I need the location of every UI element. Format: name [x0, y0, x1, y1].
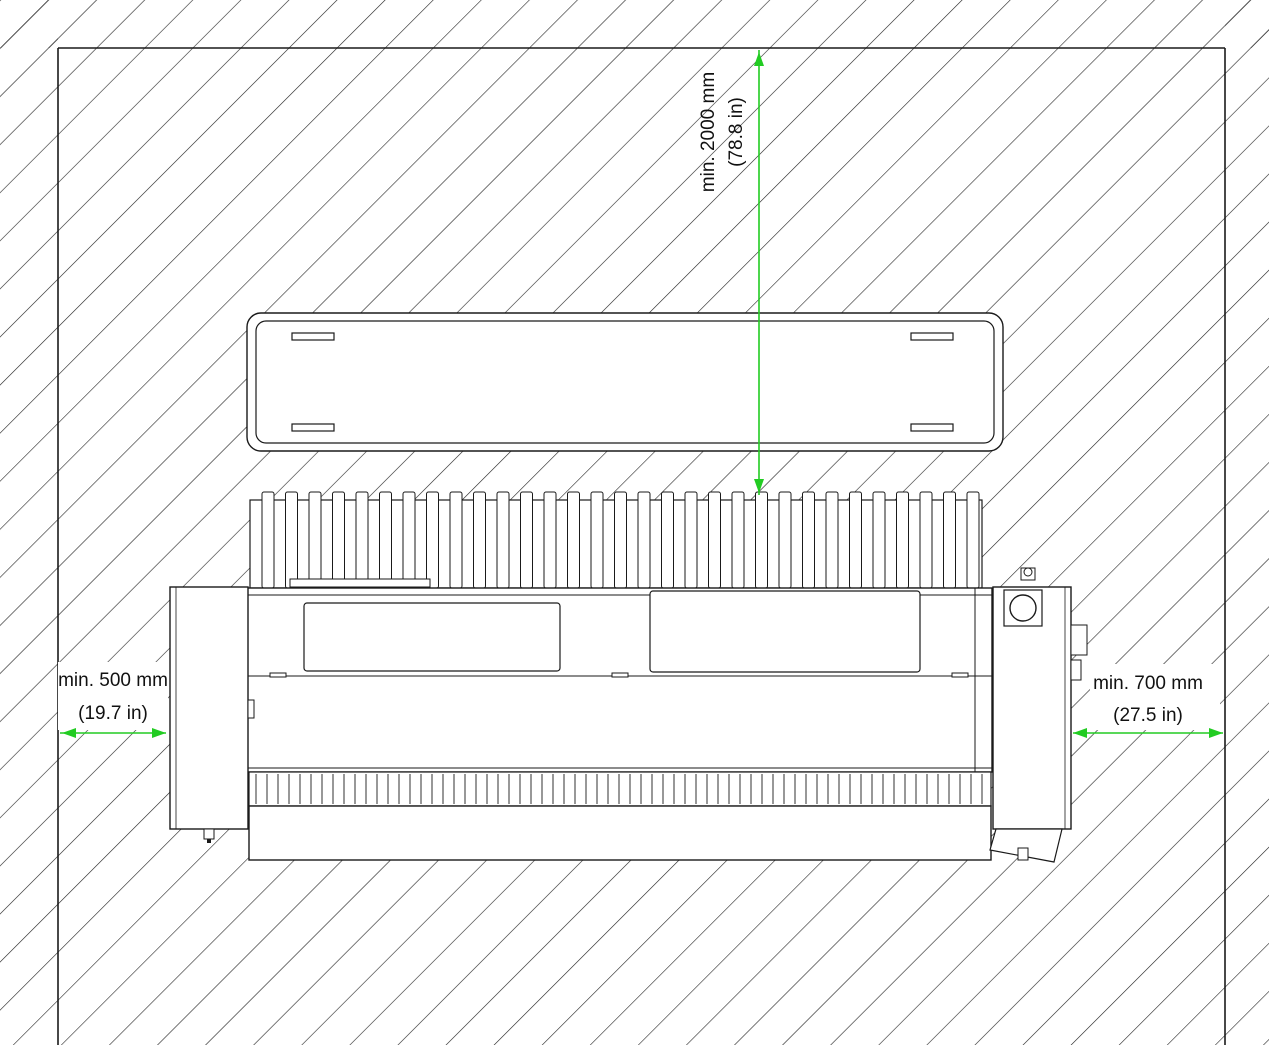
feed-slat: [778, 491, 792, 589]
feed-slat: [731, 491, 745, 589]
feed-slat: [755, 491, 768, 589]
feed-slat: [567, 491, 580, 589]
feed-slat: [614, 491, 627, 589]
feed-slat: [684, 491, 698, 589]
dimension-right-imperial: (27.5 in): [1113, 705, 1183, 726]
feed-slat: [496, 491, 510, 589]
feed-slat: [943, 491, 956, 589]
table-slot: [291, 423, 335, 432]
feed-slat: [637, 491, 651, 589]
table-slot: [291, 332, 335, 341]
feed-slats: [261, 491, 980, 589]
feed-slat: [919, 491, 933, 589]
lower-roller-slats: [255, 774, 983, 804]
feed-slat: [896, 491, 909, 589]
feed-slat: [590, 491, 604, 589]
feed-slat: [379, 491, 392, 589]
dimension-right: min. 700 mm (27.5 in): [1073, 664, 1223, 738]
dimension-top-metric: min. 2000 mm: [698, 72, 719, 192]
dimension-right-metric: min. 700 mm: [1093, 673, 1203, 694]
feed-slat: [661, 491, 674, 589]
feed-slat: [708, 491, 721, 589]
feed-slat: [355, 491, 369, 589]
access-panel: [303, 602, 561, 672]
feed-slat: [872, 491, 886, 589]
feed-slat: [802, 491, 815, 589]
feed-slat: [402, 491, 416, 589]
feed-slat: [825, 491, 839, 589]
machine: [169, 491, 1088, 863]
dimension-top: min. 2000 mm (78.8 in): [698, 50, 764, 495]
dimension-top-imperial: (78.8 in): [726, 97, 747, 167]
feed-slat: [473, 491, 486, 589]
access-panel: [649, 590, 921, 673]
motor-icon: [1009, 594, 1037, 622]
feed-slat: [285, 491, 298, 589]
feed-slat: [261, 491, 275, 589]
feed-slat: [543, 491, 557, 589]
feed-slat: [426, 491, 439, 589]
worktable: [246, 312, 1004, 452]
feed-slat: [849, 491, 862, 589]
feed-slat: [520, 491, 533, 589]
left-housing: [169, 586, 249, 830]
dimension-left: min. 500 mm (19.7 in): [58, 662, 168, 738]
feed-slat: [332, 491, 345, 589]
table-slot: [910, 423, 954, 432]
feed-slat: [308, 491, 322, 589]
dimension-left-metric: min. 500 mm: [58, 670, 168, 691]
table-slot: [910, 332, 954, 341]
feed-slat: [449, 491, 463, 589]
dimension-left-imperial: (19.7 in): [78, 703, 148, 724]
feed-slat: [966, 491, 980, 589]
